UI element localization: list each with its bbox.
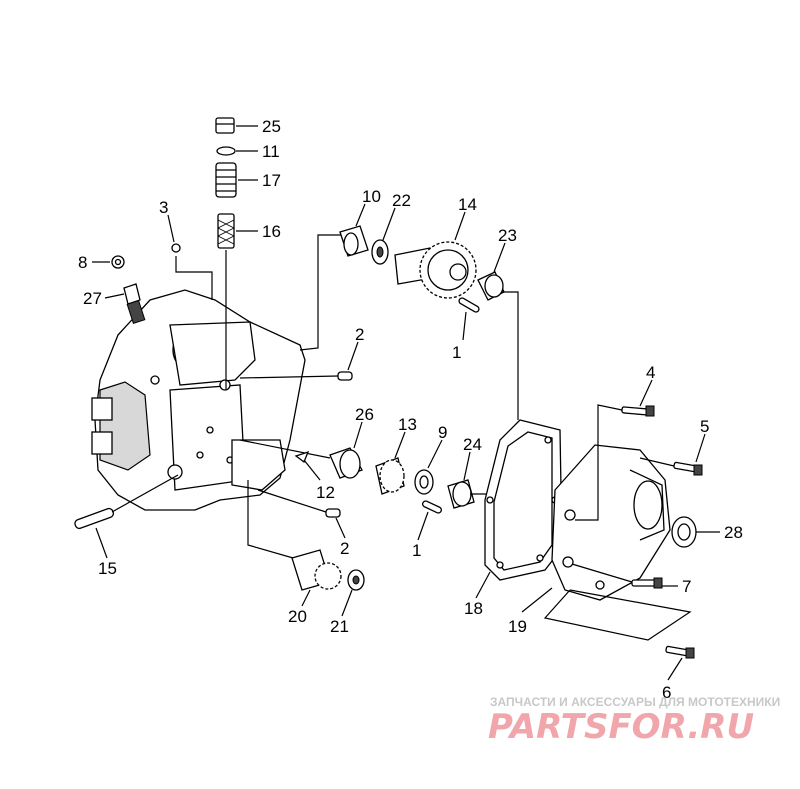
plug-nut	[111, 255, 125, 269]
dowel-ball	[171, 243, 181, 253]
callout-27: 27	[83, 289, 102, 308]
callout-2-upper: 2	[355, 325, 364, 344]
leader-26-path	[239, 439, 331, 459]
callout-25: 25	[262, 117, 281, 136]
callout-15: 15	[98, 559, 117, 578]
relief-valve-plug	[215, 117, 235, 134]
pump-washer	[347, 569, 365, 591]
leader-15-path	[111, 474, 179, 513]
cover-gasket	[484, 419, 563, 581]
leader-7-path	[571, 563, 633, 583]
watermark-logo: PARTSFOR.RU	[488, 707, 754, 747]
callout-17: 17	[262, 171, 281, 190]
bushing	[447, 479, 475, 509]
oil-seal	[671, 516, 697, 548]
gearcase-housing	[91, 289, 306, 511]
callout-7: 7	[682, 577, 691, 596]
callout-1-lower: 1	[412, 541, 421, 560]
leader-23-path	[502, 291, 519, 420]
o-ring	[216, 146, 236, 156]
screw-7	[631, 577, 663, 589]
leader-4-path	[575, 404, 623, 521]
callout-24: 24	[463, 435, 482, 454]
leader-3	[175, 256, 213, 300]
pinion-nut	[414, 469, 434, 495]
woodruff-key	[294, 450, 310, 464]
callout-21: 21	[330, 617, 349, 636]
pinion-bearing	[329, 447, 363, 479]
watermark-tagline: ЗАПЧАСТИ И АКСЕССУАРЫ ДЛЯ МОТОТЕХНИКИ	[490, 695, 780, 709]
callout-2-lower: 2	[340, 539, 349, 558]
callout-28: 28	[724, 523, 743, 542]
callout-12: 12	[316, 483, 335, 502]
leader-10-path	[299, 234, 345, 351]
callout-13: 13	[398, 415, 417, 434]
dowel	[337, 371, 353, 381]
cam-bearing	[477, 271, 505, 301]
callout-9: 9	[438, 423, 447, 442]
screw-4	[621, 405, 655, 417]
callout-20: 20	[288, 607, 307, 626]
dowel-sleeve	[74, 507, 115, 530]
cam-gear	[394, 241, 477, 299]
callout-4: 4	[646, 363, 655, 382]
leader-6-path	[543, 589, 692, 641]
leader-5-path	[639, 457, 675, 467]
callout-16: 16	[262, 222, 281, 241]
needle-bearing	[339, 225, 369, 257]
filter-screen	[217, 213, 235, 249]
callout-18: 18	[464, 599, 483, 618]
callout-14: 14	[458, 195, 477, 214]
callout-11: 11	[262, 142, 280, 161]
gearcase-cover	[551, 444, 671, 601]
callout-3: 3	[159, 198, 168, 217]
dowel-pin	[458, 297, 480, 313]
callout-22: 22	[392, 191, 411, 210]
leader-20-path	[247, 480, 301, 561]
oil-pump-rotor	[291, 549, 342, 591]
callout-6: 6	[662, 683, 671, 702]
dowel-lower	[325, 508, 341, 518]
screw-6	[665, 645, 695, 659]
screw-5	[673, 461, 703, 476]
leader-2a-path	[239, 375, 339, 379]
callout-1-upper: 1	[452, 343, 461, 362]
callout-23: 23	[498, 226, 517, 245]
oil-pressure-sender	[123, 283, 146, 324]
relief-valve-spring	[215, 162, 237, 198]
callout-26: 26	[355, 405, 374, 424]
callout-8: 8	[78, 253, 87, 272]
callout-19: 19	[508, 617, 527, 636]
dowel-pin-2	[422, 500, 442, 514]
pinion-gear	[375, 457, 405, 495]
callout-5: 5	[700, 417, 709, 436]
washer-hole	[376, 246, 384, 258]
callout-10: 10	[362, 187, 381, 206]
leader-2b-path	[257, 489, 327, 513]
